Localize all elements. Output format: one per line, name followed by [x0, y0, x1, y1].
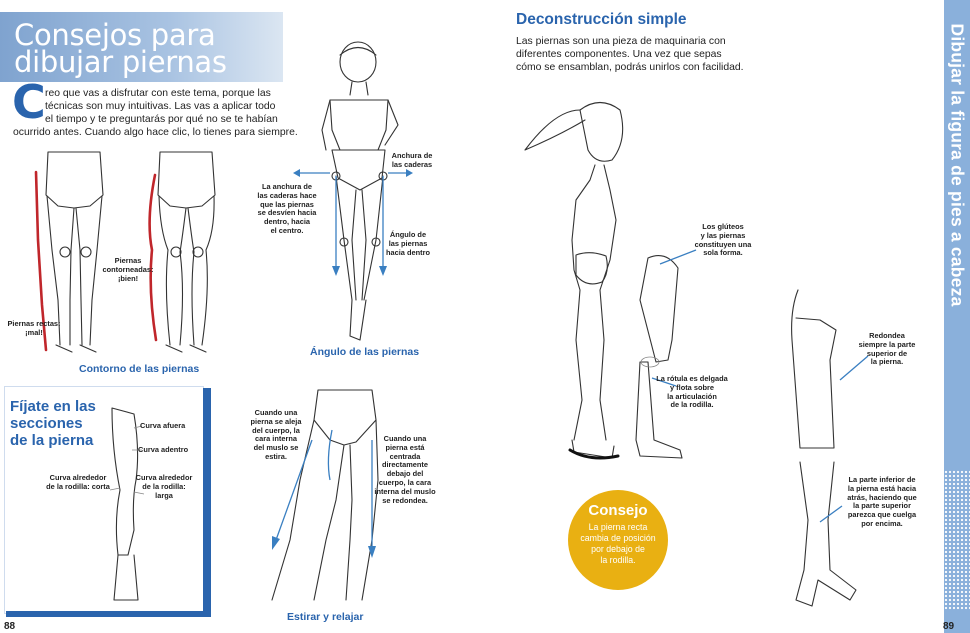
- intro-line-4: ocurrido antes. Cuando algo hace clic, l…: [13, 127, 298, 138]
- caption-contorno: Contorno de las piernas: [79, 363, 200, 375]
- sidebar-dot-pattern: [944, 470, 970, 610]
- title-line-2: dibujar piernas: [14, 45, 227, 79]
- tip-title: Consejo: [588, 502, 648, 519]
- intro-line-3: el tiempo y te preguntarás por qué no se…: [45, 114, 278, 125]
- leg-profile-sketch: [791, 289, 857, 607]
- page-number-left: 88: [4, 621, 16, 632]
- sections-box-shadow-bottom: [6, 611, 211, 617]
- caption-estirar: Estirar y relajar: [287, 611, 364, 623]
- sections-box-shadow-right: [203, 388, 211, 617]
- page-number-right: 89: [943, 621, 955, 632]
- title-banner: [0, 12, 283, 82]
- leg-sections-sketch: [109, 407, 145, 601]
- note-curve-in: Curva adentro: [138, 445, 189, 454]
- leg-block-sketch: [635, 255, 683, 459]
- caption-angulo: Ángulo de las piernas: [310, 346, 420, 358]
- note-curve-out: Curva afuera: [140, 421, 186, 430]
- right-intro-line-1: Las piernas son una pieza de maquinaria …: [516, 36, 726, 47]
- right-intro-line-3: cómo se ensamblan, podrás unirlos con fa…: [516, 62, 744, 73]
- section-heading: Deconstrucción simple: [516, 11, 687, 28]
- note-straight-legs: Piernas rectas:¡mal!: [7, 319, 61, 337]
- right-intro-line-2: diferentes componentes. Una vez que sepa…: [516, 49, 722, 60]
- straight-legs-sketch: [45, 151, 104, 353]
- profile-girl-sketch: [524, 101, 624, 459]
- intro-line-1: reo que vas a disfrutar con este tema, p…: [45, 88, 271, 99]
- contoured-legs-sketch: [157, 151, 216, 353]
- figure-stretch-sketch: [271, 389, 379, 601]
- page-title: Consejos para dibujar piernas: [14, 18, 227, 79]
- intro-line-2: técnicas son muy intuitivas. Las vas a a…: [45, 101, 276, 112]
- figure-angle-sketch: [321, 41, 399, 341]
- tip-circle: [568, 490, 668, 590]
- chapter-title-vertical: Dibujar la figura de pies a cabeza: [947, 23, 968, 307]
- title-line-1: Consejos para: [14, 18, 216, 52]
